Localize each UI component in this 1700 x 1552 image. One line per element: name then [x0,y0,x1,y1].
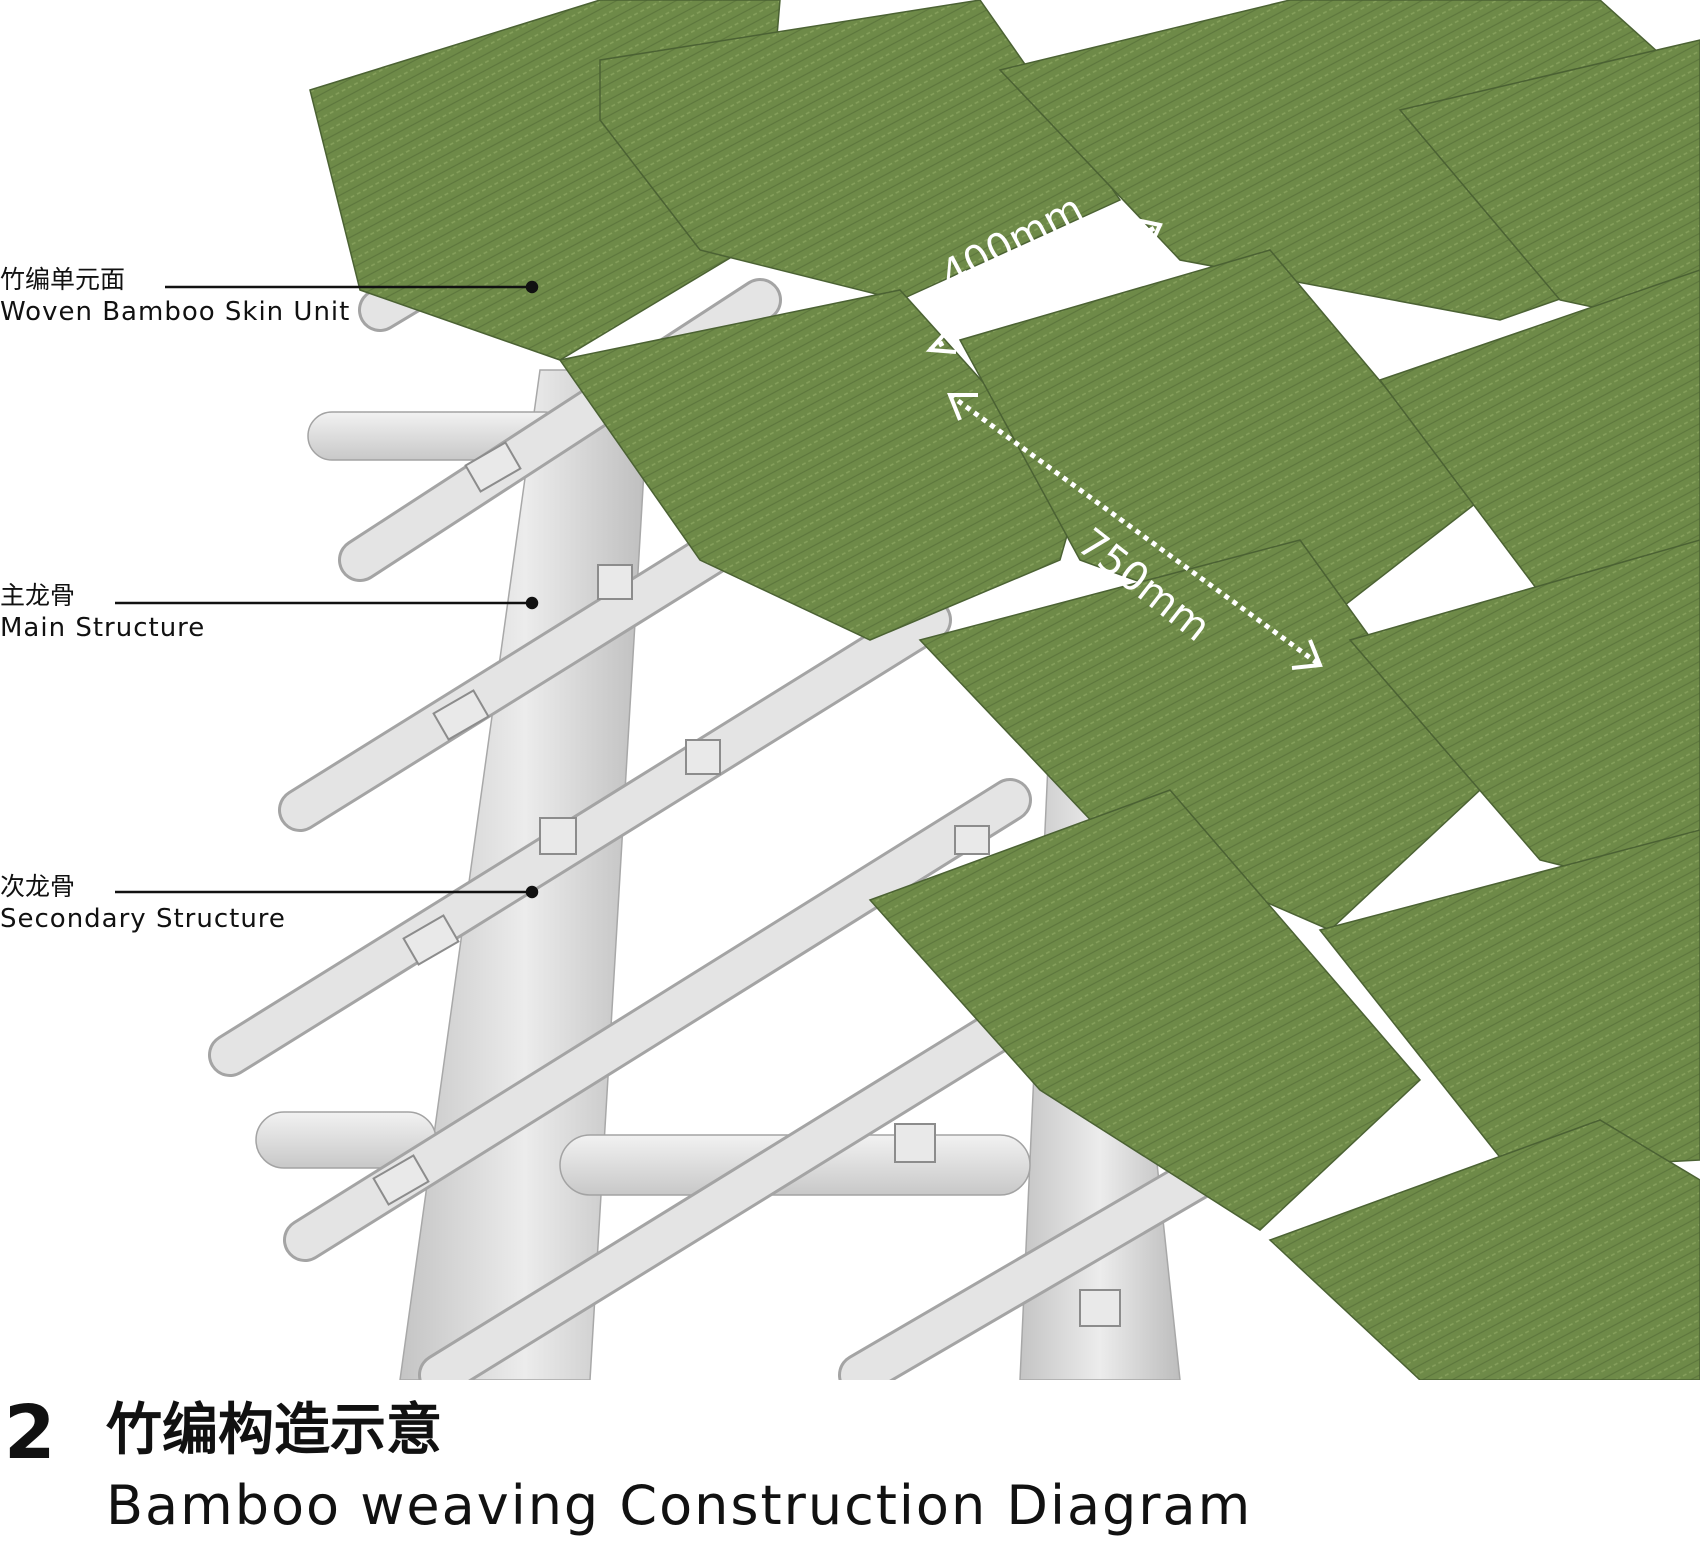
dimension-line-750 [948,392,1322,668]
arrowhead-400-start [925,328,957,354]
callout-leaders [115,280,539,899]
callout-secondary-structure: 次龙骨 Secondary Structure [0,871,286,935]
arrowhead-400-end [1135,218,1163,248]
woven-bamboo-skin-panels [309,0,1700,1380]
callout-main-structure-en: Main Structure [0,613,206,643]
connector-clamps [372,441,1121,1327]
callout-skin-unit-zh: 竹编单元面 [0,265,126,294]
figure-number: 2 [4,1390,56,1476]
construction-illustration: 400mm 750mm [115,0,1700,1380]
figure-title-en: Bamboo weaving Construction Diagram [106,1474,1253,1537]
callout-skin-unit: 竹编单元面 Woven Bamboo Skin Unit [0,264,350,328]
figure-title-zh: 竹编构造示意 [106,1398,442,1463]
figure-caption: 2 竹编构造示意 Bamboo weaving Construction Dia… [0,1385,1700,1552]
callout-main-structure: 主龙骨 Main Structure [0,580,205,644]
arrowhead-750-end [1291,639,1323,670]
callout-skin-unit-en: Woven Bamboo Skin Unit [0,297,351,327]
arrowhead-750-start [947,393,978,421]
dimension-line-400 [928,222,1162,353]
callout-secondary-structure-en: Secondary Structure [0,904,286,934]
callout-main-structure-zh: 主龙骨 [0,581,76,610]
callout-secondary-structure-zh: 次龙骨 [0,872,76,901]
